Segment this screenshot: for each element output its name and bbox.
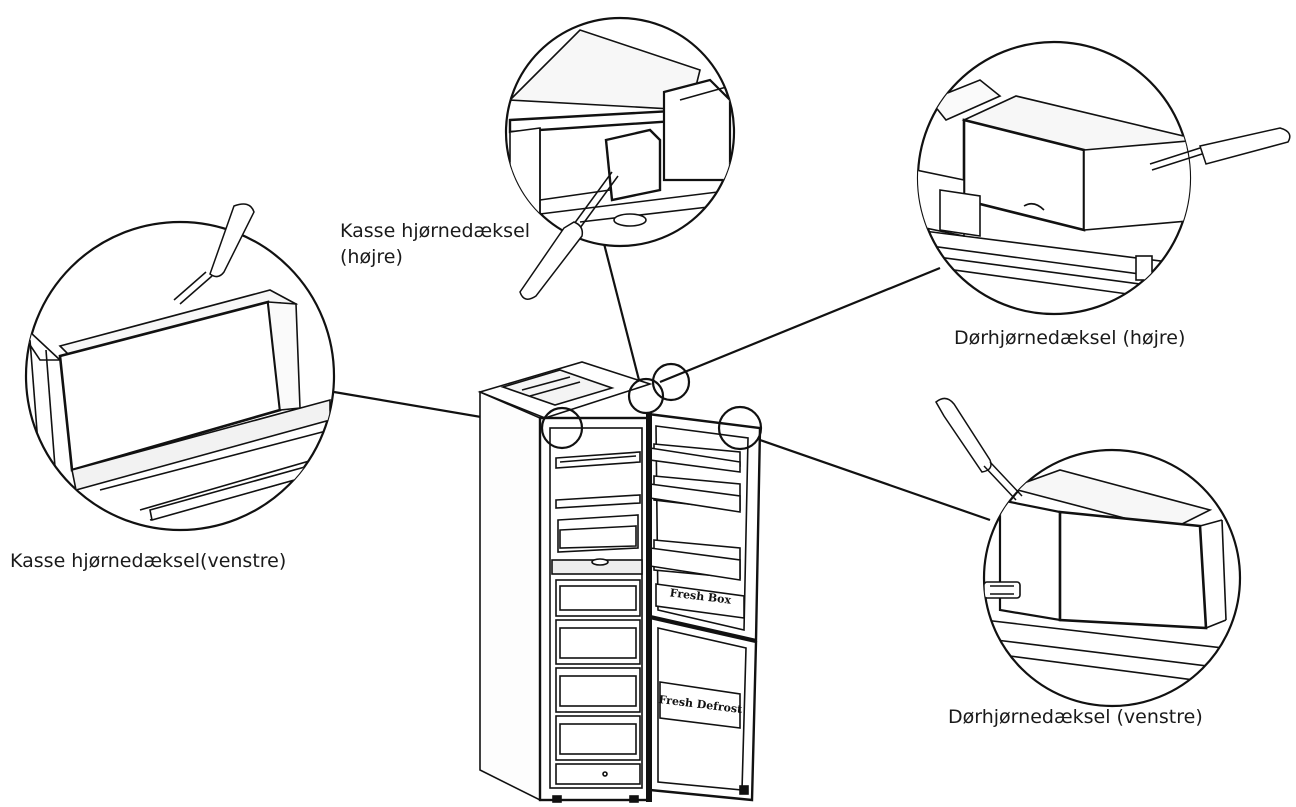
label-kasse-hoejre-line1: Kasse hjørnedæksel — [340, 220, 531, 242]
fridge-illustration — [477, 361, 762, 803]
connector-kasse-hoejre — [598, 227, 642, 385]
label-kasse-hoejre-line2: (højre) — [340, 246, 403, 268]
label-doerhjoernedaeksel-venstre: Dørhjørnedæksel (venstre) — [948, 706, 1203, 728]
label-doerhjoernedaeksel-hoejre: Dørhjørnedæksel (højre) — [954, 327, 1186, 349]
detail-kasse-hoejre — [504, 16, 736, 300]
connector-door-hoejre — [659, 266, 941, 384]
detail-door-hoejre — [916, 40, 1291, 316]
label-kasse-hjoernedaeksel-hoejre: Kasse hjørnedæksel (højre) — [340, 218, 530, 270]
label-kasse-hjoernedaeksel-venstre: Kasse hjørnedæksel(venstre) — [10, 550, 287, 572]
detail-kasse-venstre — [24, 203, 336, 532]
fridge-callout-markers — [540, 362, 763, 451]
detail-door-venstre — [935, 397, 1242, 708]
connector-door-venstre — [759, 438, 991, 522]
